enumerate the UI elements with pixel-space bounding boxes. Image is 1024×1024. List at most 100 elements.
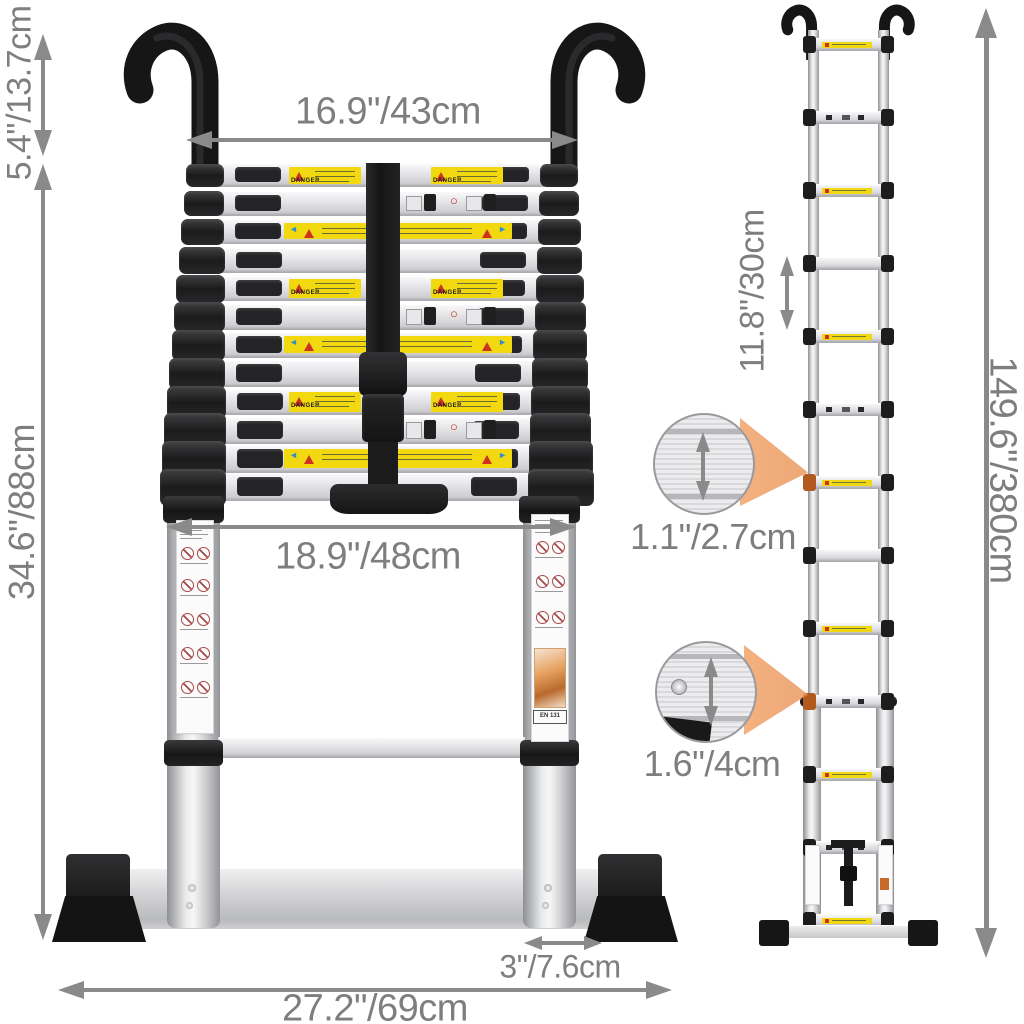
- right-latch-button: [479, 251, 526, 268]
- prohibited-action-icon: [181, 647, 194, 660]
- arrowhead-right: [550, 518, 576, 536]
- left-leg-bolt: [188, 884, 196, 892]
- front-left-foot-base: [52, 896, 146, 942]
- left-rung-clamp: [803, 255, 816, 272]
- sticker-text-line: [535, 532, 557, 533]
- lock-indicator-sleeve: [466, 196, 482, 211]
- label-mark: [825, 918, 829, 923]
- right-end-cap: [540, 163, 578, 187]
- strap-buckle-female: [362, 394, 404, 442]
- sticker-text-line: [535, 591, 563, 592]
- rung-yellow-label: [822, 917, 872, 924]
- rung-yellow-label: [822, 187, 872, 194]
- right-rung-clamp: [881, 401, 894, 418]
- label-text-line: [457, 180, 491, 182]
- label-mark: [825, 188, 829, 193]
- label-text-line: [832, 920, 866, 921]
- prohibited-action-icon: [536, 541, 549, 554]
- danger-label: DANGER: [431, 279, 503, 298]
- right-rung-clamp: [881, 255, 894, 272]
- danger-text: DANGER: [291, 177, 321, 184]
- warning-triangle-icon: [436, 168, 446, 184]
- label-text-line: [457, 288, 497, 290]
- magnifier-tube-top-edge: [657, 654, 755, 659]
- prohibited-action-icon: [181, 547, 194, 560]
- label-text-line: [457, 396, 497, 398]
- sticker-text-line: [535, 627, 563, 628]
- left-end-cap: [183, 191, 225, 216]
- danger-label: DANGER: [289, 166, 361, 184]
- right-end-cap: [531, 385, 590, 419]
- lock-indicator-sleeve: [406, 196, 422, 211]
- label-text-line: [315, 175, 355, 177]
- left-rung-clamp: [803, 693, 816, 710]
- left-end-cap: [176, 274, 225, 303]
- sticker-text-line: [180, 663, 208, 664]
- arrowhead-down: [780, 310, 794, 330]
- label-text-line: [315, 406, 349, 408]
- sticker-text-line: [535, 557, 563, 558]
- lock-indicator-tab: [484, 307, 496, 325]
- label-text-line: [315, 401, 355, 403]
- warning-triangle-icon: [482, 451, 492, 468]
- label-text-line: [315, 396, 355, 398]
- right-latch-button: [475, 364, 522, 382]
- right-rung-clamp: [881, 912, 894, 929]
- right-end-cap: [535, 274, 584, 303]
- danger-text: DANGER: [433, 403, 463, 410]
- left-latch-button: [235, 167, 281, 182]
- lock-indicator-tab: [424, 419, 436, 439]
- arrowhead-right: [646, 981, 672, 999]
- label-text-line: [832, 482, 866, 483]
- hook-height-line: [41, 56, 45, 134]
- top-width-label: 16.9"/43cm: [295, 90, 481, 133]
- sticker-text-line: [535, 520, 563, 521]
- right-end-cap: [532, 357, 589, 390]
- left-rung-clamp: [803, 401, 816, 418]
- warning-triangle-icon: [436, 393, 446, 411]
- sticker-text-line: [180, 534, 208, 535]
- prohibited-action-icon: [552, 575, 565, 588]
- label-mark: [825, 480, 829, 485]
- rung-white-label: [826, 699, 832, 704]
- left-leg-warning-sticker: [176, 520, 214, 734]
- blue-arrow-icon: ►: [498, 224, 507, 235]
- right-end-cap: [534, 302, 586, 332]
- warning-triangle-icon: [294, 168, 304, 184]
- left-latch-button: [235, 223, 282, 240]
- strap-buckle-male: [359, 352, 407, 396]
- left-latch-button: [236, 420, 283, 439]
- blue-arrow-icon: ►: [498, 450, 507, 460]
- rung-yellow-label: [822, 479, 872, 486]
- right-rung-clamp: [881, 693, 894, 710]
- rung-white-label: [842, 407, 850, 412]
- prohibited-action-icon: [552, 541, 565, 554]
- left-end-cap: [169, 357, 226, 390]
- label-text-line: [457, 293, 491, 295]
- arrowhead-right: [584, 936, 602, 950]
- front-right-hook-icon: [550, 22, 646, 172]
- foot-width-label: 3"/7.6cm: [499, 948, 621, 985]
- danger-label: DANGER: [431, 392, 503, 412]
- side-right-sticker-orange-mark: [880, 878, 889, 890]
- right-rung-clamp: [881, 620, 894, 637]
- rung-yellow-label: [822, 333, 872, 340]
- warning-triangle-icon: [304, 451, 314, 468]
- warning-triangle-icon: [482, 338, 492, 353]
- lock-indicator-sleeve: [406, 309, 422, 325]
- rung-bar: [812, 549, 886, 562]
- hook-height-label: 5.4"/13.7cm: [0, 5, 39, 181]
- prohibited-action-icon: [536, 611, 549, 624]
- collapsed-height-line: [41, 186, 45, 918]
- rung-yellow-label: [822, 625, 872, 632]
- warning-triangle-icon: [294, 280, 304, 297]
- inner-width-line: [180, 525, 564, 529]
- warning-triangle-icon: [294, 393, 304, 411]
- right-rung-clamp: [881, 547, 894, 564]
- arrowhead-down: [975, 928, 997, 958]
- arrowhead-up: [34, 164, 52, 190]
- left-rung-clamp: [803, 474, 816, 491]
- blue-arrow-icon: ◄: [289, 224, 298, 235]
- blue-arrow-icon: ◄: [289, 450, 298, 460]
- right-rung-clamp: [881, 36, 894, 53]
